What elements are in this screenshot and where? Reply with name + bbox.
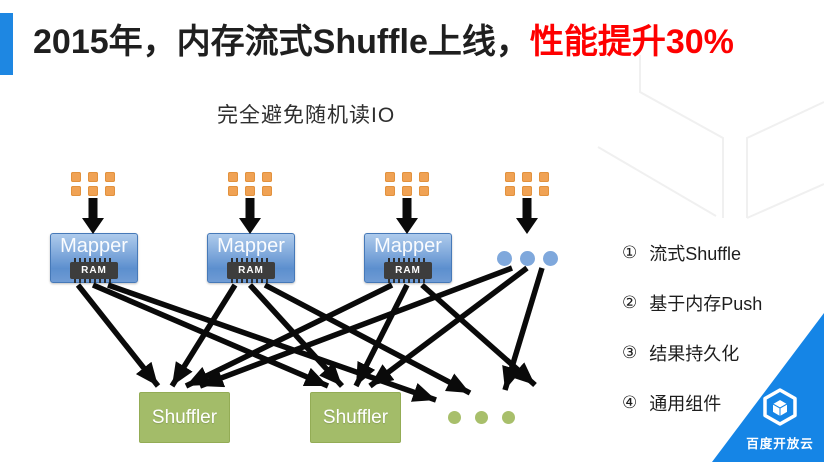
slide-title: 2015年，内存流式Shuffle上线，性能提升30% bbox=[33, 14, 734, 63]
ram-chip-icon: RAM bbox=[70, 258, 118, 283]
cube-logo-icon bbox=[763, 388, 797, 426]
list-item: ④ 通用组件 bbox=[622, 390, 762, 416]
list-item: ① 流式Shuffle bbox=[622, 240, 762, 266]
mapper-label: Mapper bbox=[217, 235, 285, 257]
logo-corner-triangle bbox=[712, 313, 824, 462]
title-highlight-text: 性能提升30% bbox=[529, 23, 734, 61]
input-blocks-icon bbox=[228, 172, 272, 196]
ram-label: RAM bbox=[238, 265, 264, 276]
item-text: 基于内存Push bbox=[649, 294, 763, 314]
feature-list: ① 流式Shuffle ② 基于内存Push ③ 结果持久化 ④ 通用组件 bbox=[622, 240, 762, 440]
list-item: ② 基于内存Push bbox=[622, 290, 762, 316]
list-item: ③ 结果持久化 bbox=[622, 340, 762, 366]
item-text: 流式Shuffle bbox=[649, 244, 741, 264]
ram-chip-icon: RAM bbox=[227, 258, 275, 283]
item-number: ② bbox=[622, 293, 638, 312]
title-main-text: 2015年，内存流式Shuffle上线， bbox=[33, 23, 530, 61]
item-number: ① bbox=[622, 243, 638, 262]
logo-text: 百度开放云 bbox=[746, 437, 814, 451]
mapper-label: Mapper bbox=[60, 235, 128, 257]
mapper-node: Mapper RAM bbox=[364, 233, 452, 283]
mapper-node: Mapper RAM bbox=[50, 233, 138, 283]
mapper-label: Mapper bbox=[374, 235, 442, 257]
title-accent-bar bbox=[0, 13, 13, 75]
item-text: 通用组件 bbox=[649, 394, 722, 414]
item-number: ③ bbox=[622, 343, 638, 362]
more-mappers-ellipsis-icon bbox=[497, 251, 558, 266]
shuffler-node: Shuffler bbox=[310, 392, 401, 443]
input-blocks-icon bbox=[505, 172, 549, 196]
shuffler-node: Shuffler bbox=[139, 392, 230, 443]
input-blocks-icon bbox=[385, 172, 429, 196]
more-shufflers-ellipsis-icon bbox=[448, 411, 515, 424]
input-blocks-icon bbox=[71, 172, 115, 196]
item-number: ④ bbox=[622, 393, 638, 412]
mapper-node: Mapper RAM bbox=[207, 233, 295, 283]
ram-chip-icon: RAM bbox=[384, 258, 432, 283]
ram-label: RAM bbox=[395, 265, 421, 276]
subtitle: 完全避免随机读IO bbox=[217, 104, 396, 127]
cube-watermark-icon bbox=[597, 55, 824, 219]
item-text: 结果持久化 bbox=[649, 344, 740, 364]
ram-label: RAM bbox=[81, 265, 107, 276]
baidu-cloud-logo: 百度开放云 bbox=[742, 388, 818, 452]
